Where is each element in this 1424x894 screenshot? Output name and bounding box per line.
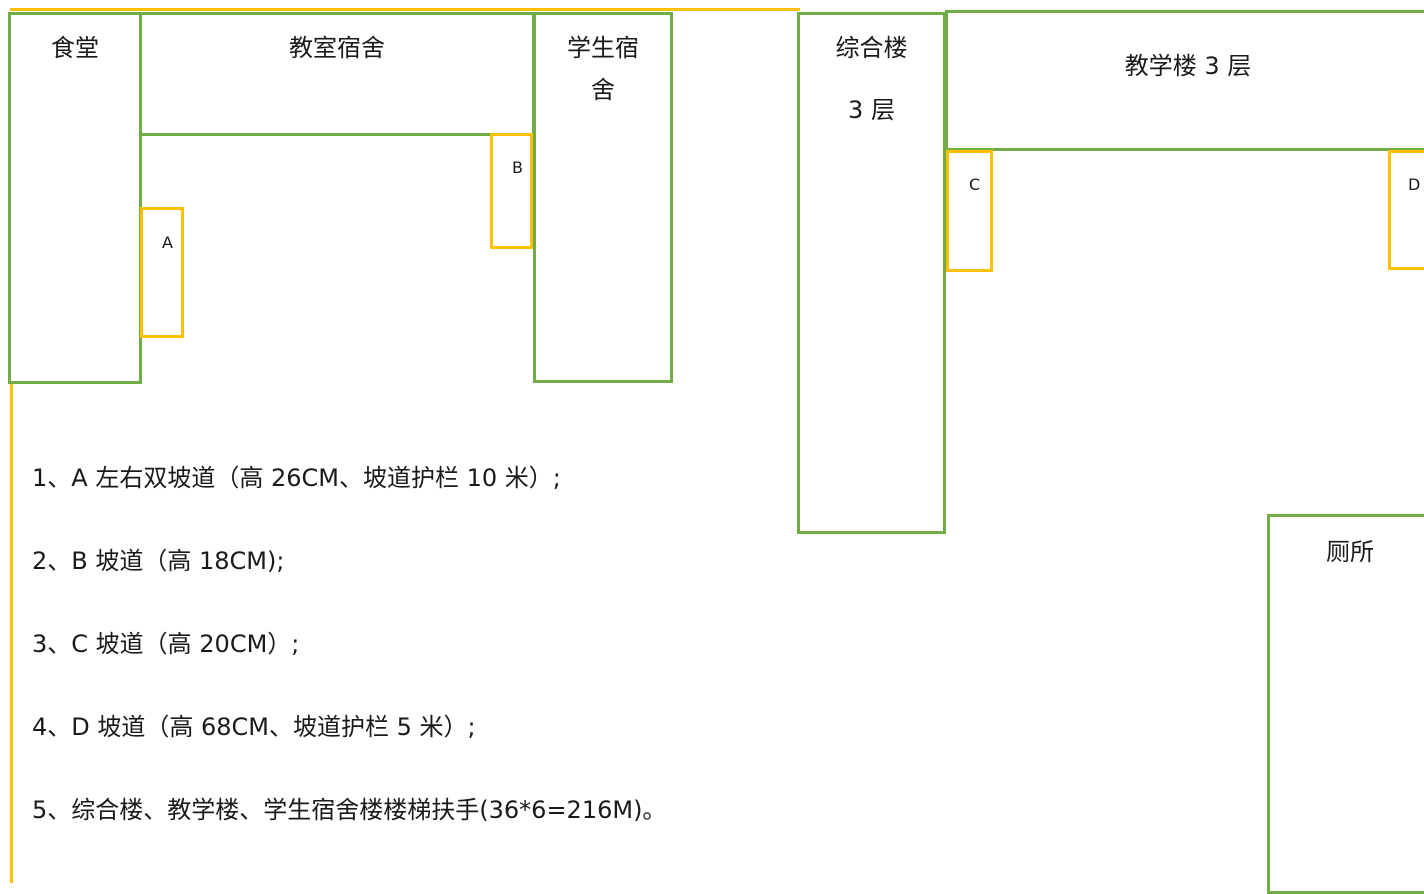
left-path-line [10, 380, 13, 883]
teaching-building: 教学楼 3 层 [945, 10, 1424, 151]
teaching-building-label: 教学楼 3 层 [1124, 52, 1252, 80]
note-item: 3、C 坡道（高 20CM）; [32, 630, 300, 658]
top-path-line [10, 8, 800, 11]
complex-building: 综合楼 3 层 [797, 12, 946, 534]
toilet-building: 厕所 [1267, 514, 1424, 894]
toilet-label: 厕所 [1326, 538, 1374, 566]
canteen-building: 食堂 [8, 12, 142, 384]
classroom-dorm-building: 教室宿舍 [139, 12, 535, 136]
student-dorm-building: 学生宿 舍 [533, 12, 673, 383]
ramp-d-label: D [1408, 175, 1421, 194]
notes-list: 1、A 左右双坡道（高 26CM、坡道护栏 10 米）; 2、B 坡道（高 18… [32, 457, 666, 872]
student-dorm-label-line2: 舍 [591, 76, 615, 104]
canteen-label: 食堂 [51, 34, 99, 62]
note-item: 2、B 坡道（高 18CM); [32, 547, 285, 575]
note-item: 4、D 坡道（高 68CM、坡道护栏 5 米）; [32, 713, 476, 741]
ramp-a: A [140, 207, 184, 338]
ramp-c: C [946, 150, 993, 272]
ramp-d: D [1388, 150, 1424, 270]
note-item: 1、A 左右双坡道（高 26CM、坡道护栏 10 米）; [32, 464, 561, 492]
ramp-b-label: B [512, 158, 523, 177]
ramp-a-label: A [162, 233, 173, 252]
note-item: 5、综合楼、教学楼、学生宿舍楼楼梯扶手(36*6=216M)。 [32, 796, 667, 824]
ramp-c-label: C [969, 175, 981, 194]
classroom-dorm-label: 教室宿舍 [289, 34, 385, 62]
ramp-b: B [490, 133, 533, 249]
complex-building-label-line1: 综合楼 [835, 34, 908, 62]
student-dorm-label-line1: 学生宿 [567, 34, 639, 62]
complex-building-label-line2: 3 层 [848, 96, 895, 124]
